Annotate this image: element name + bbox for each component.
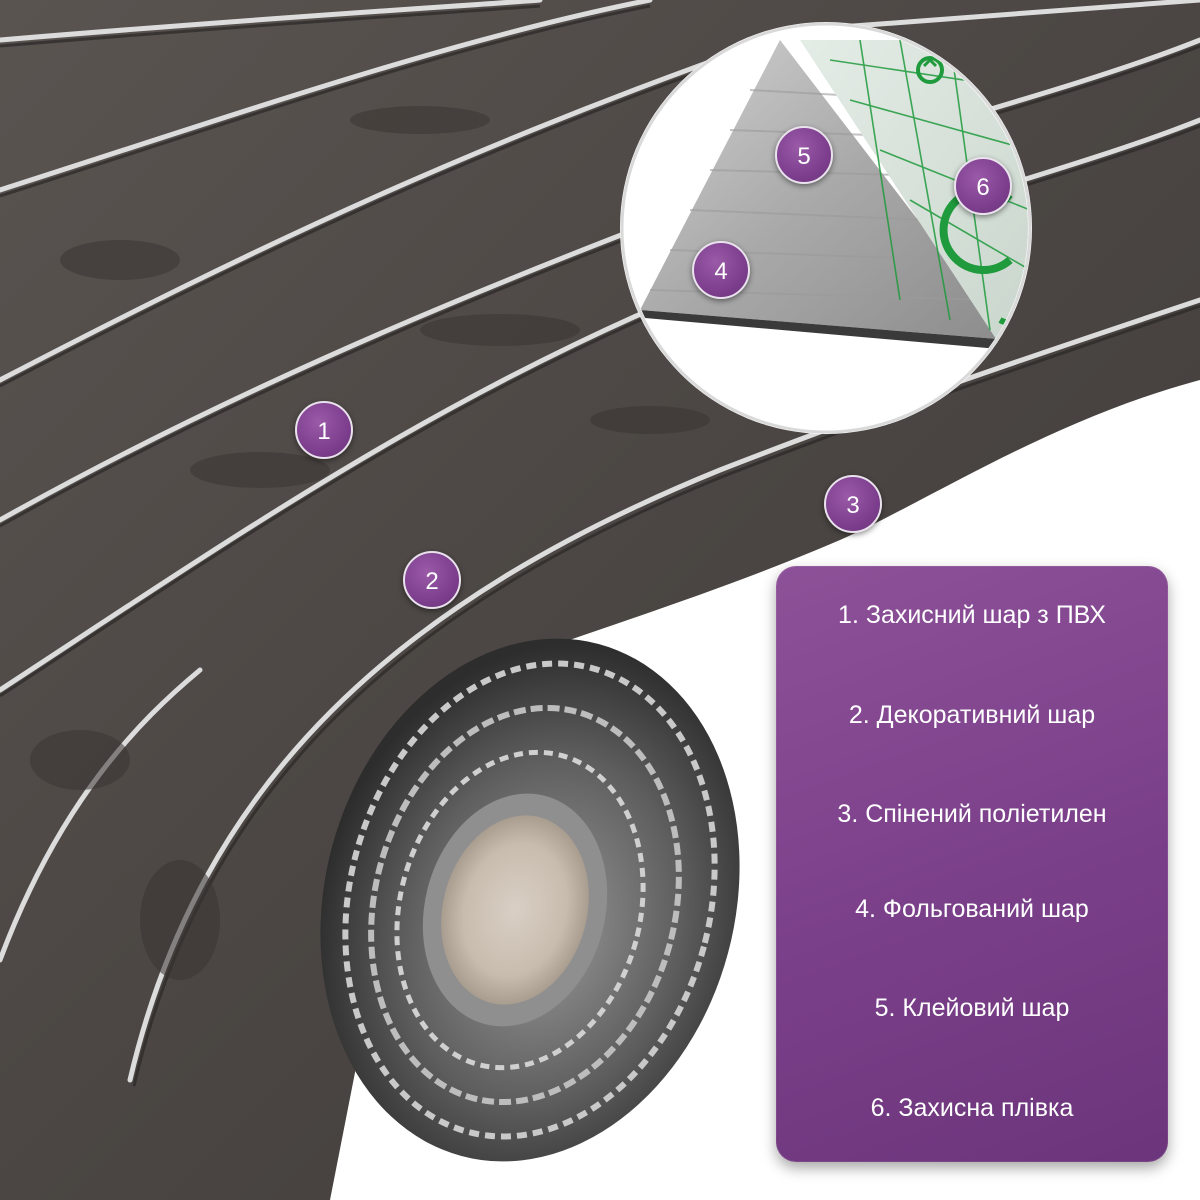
texture [30,106,710,980]
legend-item-4: 4. Фольгований шар [855,895,1089,923]
legend-item-2: 2. Декоративний шар [848,701,1096,729]
legend-item-3: 3. Спінений поліетилен [837,800,1107,828]
marker-6: 6 [954,157,1012,215]
marker-1: 1 [295,401,353,459]
wallpaper-roll [320,638,740,1162]
legend-item-6: 6. Захисна плівка [870,1094,1074,1122]
legend-item-5: 5. Клейовий шар [874,994,1070,1022]
plank-lines [0,0,1200,1083]
marker-3: 3 [824,475,882,533]
marker-4: 4 [692,241,750,299]
layer-legend-panel: 1. Захисний шар з ПВХ 2. Декоративний ша… [776,566,1168,1162]
marker-5: 5 [775,126,833,184]
legend-item-1: 1. Захисний шар з ПВХ [838,601,1106,629]
recycle-icon [916,56,944,84]
marker-2: 2 [403,551,461,609]
